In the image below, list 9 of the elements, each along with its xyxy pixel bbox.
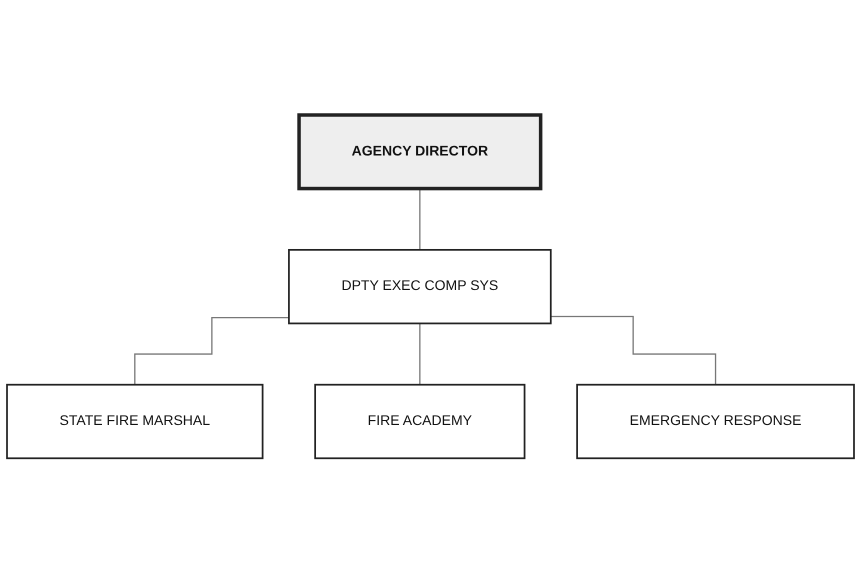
- connector: [134, 316, 289, 386]
- node-box: STATE FIRE MARSHAL: [6, 384, 264, 459]
- node-box: AGENCY DIRECTOR: [297, 113, 542, 190]
- connector: [550, 316, 716, 386]
- connector: [419, 322, 420, 386]
- node-box: EMERGENCY RESPONSE: [576, 384, 855, 459]
- node-box: DPTY EXEC COMP SYS: [288, 248, 552, 324]
- node-box: FIRE ACADEMY: [314, 384, 526, 459]
- connector: [419, 188, 420, 250]
